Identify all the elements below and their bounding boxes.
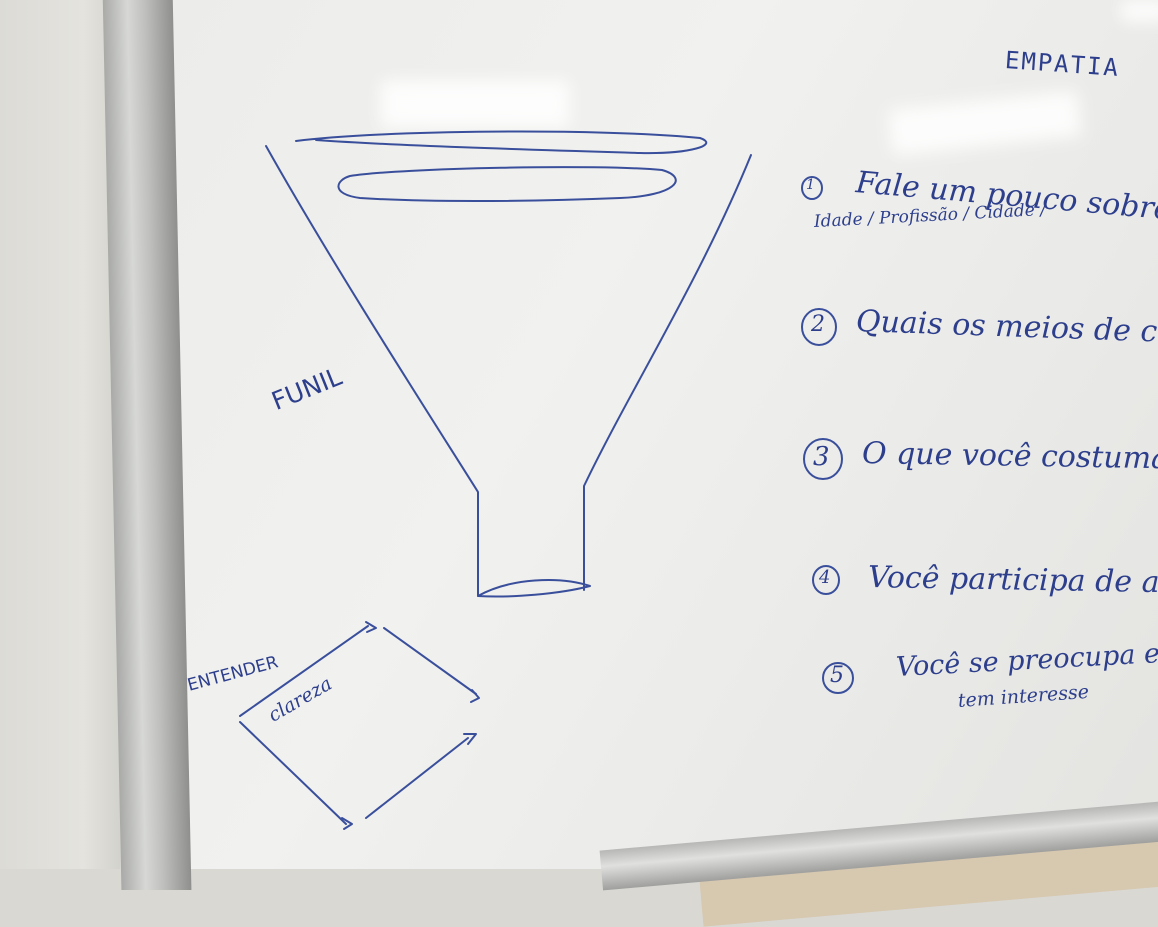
number-circle xyxy=(812,565,840,595)
number-circle xyxy=(803,438,843,480)
question-text: Você participa de algum xyxy=(867,560,1158,602)
diamond-top-right xyxy=(383,627,477,695)
light-glare xyxy=(380,80,570,128)
number-circle xyxy=(801,308,837,346)
wall xyxy=(0,0,120,869)
arrow-head xyxy=(341,817,353,830)
number-circle xyxy=(822,662,854,694)
arrow-head xyxy=(365,621,377,633)
diamond-bottom-left xyxy=(239,721,347,825)
question-number: 4 xyxy=(819,567,831,588)
question-number: 2 xyxy=(811,312,825,337)
arrow-head xyxy=(463,733,477,745)
drawing-layer xyxy=(239,130,854,830)
funnel-inner-ring xyxy=(337,166,677,202)
question-number: 5 xyxy=(830,663,844,688)
arrow-head xyxy=(470,689,480,703)
funnel-left-edge xyxy=(265,145,479,597)
diamond-top-left xyxy=(239,625,369,717)
funnel-spout-bottom xyxy=(477,579,591,598)
diamond-bottom-right xyxy=(365,737,469,819)
question-number: 1 xyxy=(806,177,815,193)
funnel-top-ring xyxy=(295,130,708,155)
light-glare xyxy=(1120,0,1158,22)
funnel-right-edge xyxy=(583,154,752,591)
question-text: O que você costuma fa xyxy=(861,436,1158,477)
question-number: 3 xyxy=(813,442,830,472)
number-circle xyxy=(801,176,823,200)
